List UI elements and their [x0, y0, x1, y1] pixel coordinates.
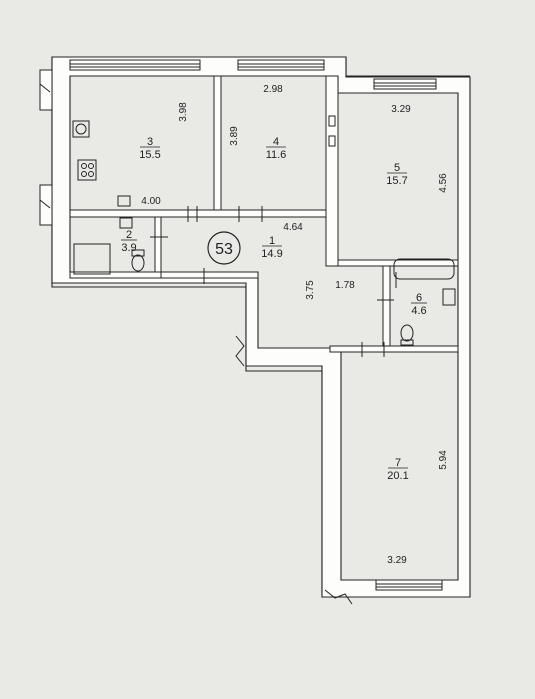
- dim-hall-height: 3.75: [305, 280, 316, 300]
- fixtures: [72, 115, 456, 346]
- room6-area: 4.6: [411, 305, 426, 317]
- dim-room5-top: 3.29: [391, 104, 411, 115]
- door-marks: [39, 83, 397, 605]
- label-underlines: [121, 146, 427, 469]
- room7-area: 20.1: [387, 470, 408, 482]
- dim-bath-width: 1.78: [335, 280, 355, 291]
- room3-number: 3: [147, 136, 153, 148]
- walls: [51, 56, 471, 598]
- bathtub-icon: [393, 258, 455, 280]
- room1-area: 14.9: [261, 248, 282, 260]
- dim-room7-bottom: 3.29: [387, 555, 407, 566]
- dim-hall-width: 4.64: [283, 222, 303, 233]
- room7-number: 7: [395, 457, 401, 469]
- room3-area: 15.5: [139, 149, 160, 161]
- dim-room3-height: 3.98: [178, 102, 189, 122]
- room4-area: 11.6: [266, 149, 287, 161]
- dim-room7-height: 5.94: [438, 450, 449, 470]
- room5-number: 5: [394, 162, 400, 174]
- apartment-number: 53: [215, 241, 233, 258]
- stove-icon: [77, 159, 97, 181]
- toilet-icon: [131, 254, 145, 272]
- room4-number: 4: [273, 136, 279, 148]
- room-labels: 3 15.5 4 11.6 5 15.7 2 3.9 1 14.9 6 4.6 …: [121, 136, 426, 482]
- bath-sink-icon: [442, 288, 456, 306]
- dim-room4-top: 2.98: [263, 84, 283, 95]
- dim-room4-height: 3.89: [229, 126, 240, 146]
- room5-area: 15.7: [386, 175, 407, 187]
- windows: [39, 59, 443, 591]
- room2-area: 3.9: [121, 242, 136, 254]
- dimension-labels: 3.98 4.00 2.98 3.89 3.29 4.56 4.64 3.75 …: [141, 84, 449, 566]
- room6-number: 6: [416, 292, 422, 304]
- room1-number: 1: [269, 235, 275, 247]
- dim-room3-width: 4.00: [141, 196, 161, 207]
- dim-room5-height: 4.56: [438, 173, 449, 193]
- room2-number: 2: [126, 229, 132, 241]
- apartment-number-circle: [207, 231, 241, 265]
- kitchen-sink-icon: [72, 120, 90, 138]
